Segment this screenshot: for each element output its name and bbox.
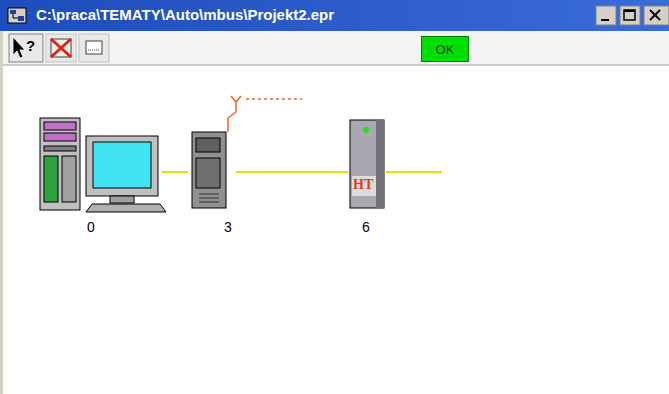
node-number: 0 xyxy=(87,220,95,234)
converter-icon xyxy=(192,96,302,208)
bus-connector xyxy=(162,171,188,173)
toolbar xyxy=(0,31,669,65)
device-label: HT xyxy=(353,178,373,192)
window-buttons xyxy=(596,6,669,25)
delete-button xyxy=(46,34,76,62)
status-indicator: OK xyxy=(421,36,469,62)
help-glyph: ? xyxy=(26,37,35,54)
terminal-button xyxy=(79,34,109,62)
computer-node: 0 xyxy=(38,114,162,238)
help-button xyxy=(9,34,43,62)
converter-node: 3 xyxy=(188,128,236,238)
bus-connector xyxy=(236,171,348,173)
node-number: 6 xyxy=(362,220,370,234)
title-bar xyxy=(0,0,669,31)
computer-icon xyxy=(40,118,166,212)
heat-meter-node: HT 6 xyxy=(348,118,386,238)
status-text: OK xyxy=(436,43,455,56)
node-number: 3 xyxy=(224,220,232,234)
app-icon xyxy=(8,8,26,23)
window-border xyxy=(0,31,3,394)
window-title: C:\praca\TEMATY\Auto\mbus\Projekt2.epr xyxy=(36,6,334,23)
bus-line-tail xyxy=(386,171,442,173)
heat-meter-icon xyxy=(350,120,384,208)
toolbar-separator xyxy=(0,65,669,66)
